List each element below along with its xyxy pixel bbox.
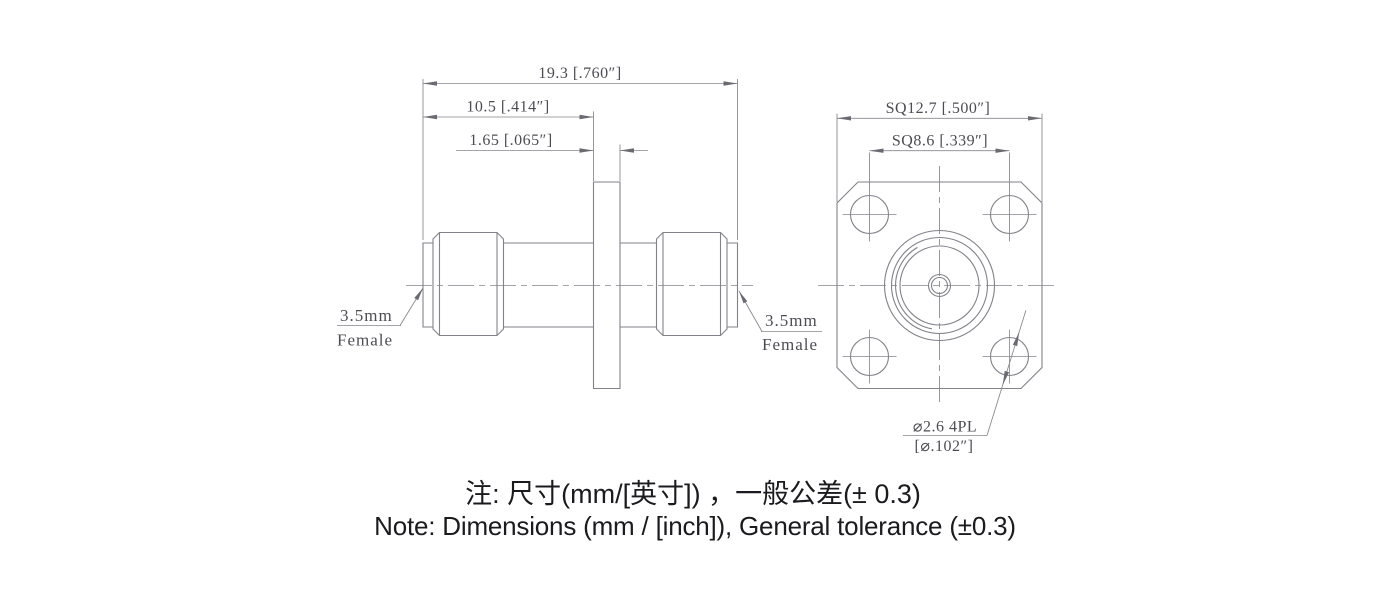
dim-text-overall-length: 19.3 [.760″] xyxy=(538,65,621,82)
left-connector-end-face xyxy=(422,242,433,328)
flange-outline xyxy=(836,181,1043,390)
label-left-connector-gender: Female xyxy=(337,331,393,350)
flange-centerlines xyxy=(818,166,1059,404)
dim-text-left-to-flange: 10.5 [.414″] xyxy=(466,99,549,116)
adapter-body-tube xyxy=(503,242,657,328)
front-view: SQ12.7 [.500″] SQ8.6 [.339″] ⌀2.6 4PL [⌀… xyxy=(818,100,1059,455)
label-left-connector: 3.5mm Female xyxy=(337,287,424,350)
connector-interface-circles xyxy=(883,229,996,342)
dim-left-to-flange: 10.5 [.414″] xyxy=(423,99,594,120)
dim-overall-length: 19.3 [.760″] xyxy=(422,65,738,240)
right-coupling-nut xyxy=(655,231,728,337)
left-coupling-nut xyxy=(432,231,505,337)
hole-callout: ⌀2.6 4PL [⌀.102″] xyxy=(903,310,1027,455)
label-right-connector: 3.5mm Female xyxy=(738,290,822,354)
hole-callout-diameter-inch: [⌀.102″] xyxy=(915,438,974,455)
label-right-connector-gender: Female xyxy=(762,335,818,354)
note-line-chinese: 注: 尺寸(mm/[英寸]) ，一般公差(± 0.3) xyxy=(465,479,921,509)
dim-flange-square: SQ12.7 [.500″] xyxy=(836,100,1043,202)
dim-hole-pattern: SQ8.6 [.339″] xyxy=(869,133,1010,242)
dim-text-flange-square: SQ12.7 [.500″] xyxy=(886,100,991,117)
hole-callout-diameter: ⌀2.6 4PL xyxy=(913,419,977,436)
side-view: 19.3 [.760″] 10.5 [.414″] 1.65 [.065″] 3… xyxy=(337,65,822,390)
dim-flange-thickness: 1.65 [.065″] xyxy=(456,111,648,181)
dim-text-flange-thickness: 1.65 [.065″] xyxy=(469,132,552,149)
notes: 注: 尺寸(mm/[英寸]) ，一般公差(± 0.3) Note: Dimens… xyxy=(374,479,1016,541)
flange-plate-side-profile xyxy=(592,181,621,390)
right-connector-end-face xyxy=(727,242,739,328)
note-line-english: Note: Dimensions (mm / [inch]), General … xyxy=(374,511,1016,541)
label-right-connector-type: 3.5mm xyxy=(765,311,818,330)
label-left-connector-type: 3.5mm xyxy=(340,306,393,325)
dim-text-hole-pattern: SQ8.6 [.339″] xyxy=(892,133,988,150)
